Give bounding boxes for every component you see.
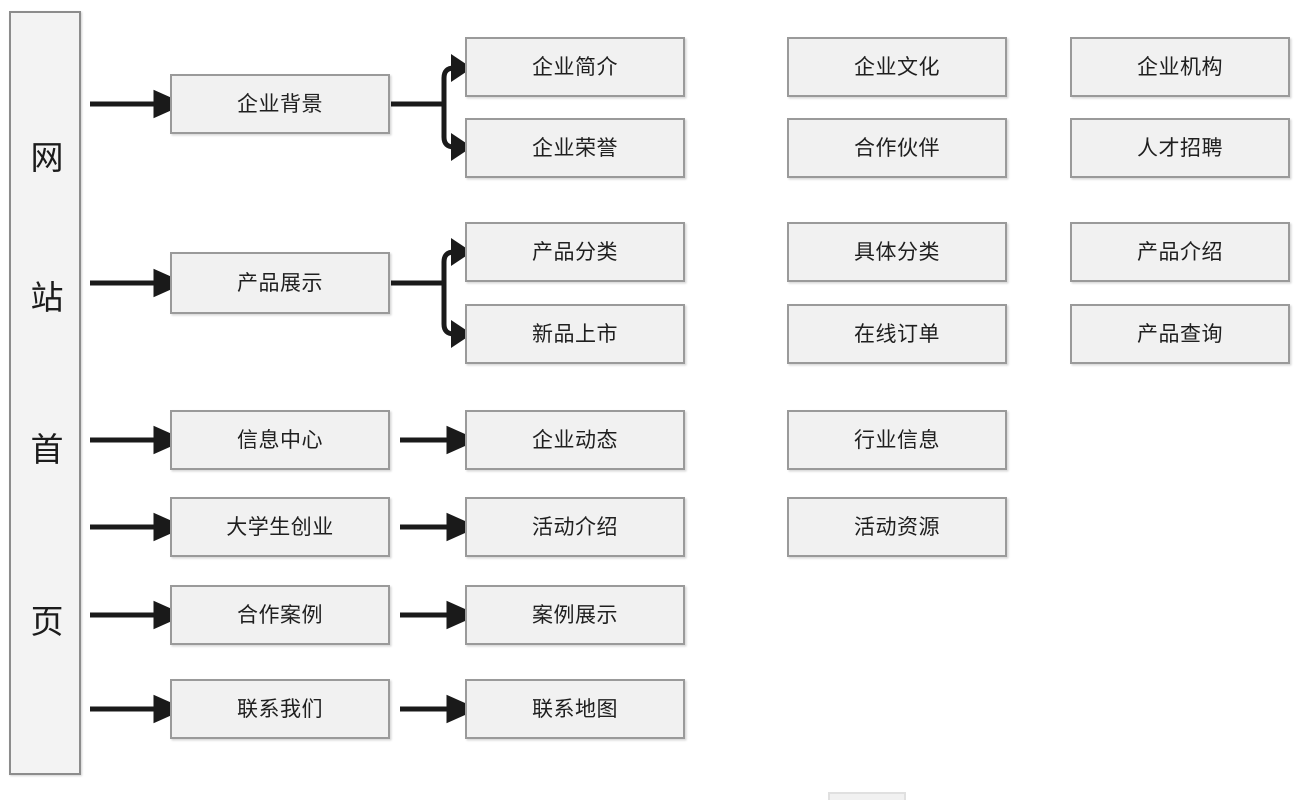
node-label: 联系我们 bbox=[237, 696, 323, 721]
node-enterprise-culture[interactable]: 企业文化 bbox=[787, 37, 1007, 97]
node-label: 产品介绍 bbox=[1137, 239, 1223, 264]
node-label: 产品展示 bbox=[237, 270, 323, 295]
node-label: 活动资源 bbox=[854, 514, 940, 539]
node-label: 产品查询 bbox=[1137, 321, 1223, 346]
node-label: 企业荣誉 bbox=[532, 135, 618, 160]
node-activity-resource[interactable]: 活动资源 bbox=[787, 497, 1007, 557]
node-new-product-launch[interactable]: 新品上市 bbox=[465, 304, 685, 364]
node-contact-us[interactable]: 联系我们 bbox=[170, 679, 390, 739]
node-label: 案例展示 bbox=[532, 602, 618, 627]
node-label: 活动介绍 bbox=[532, 514, 618, 539]
node-label: 企业动态 bbox=[532, 427, 618, 452]
node-enterprise-honor[interactable]: 企业荣誉 bbox=[465, 118, 685, 178]
node-product-category[interactable]: 产品分类 bbox=[465, 222, 685, 282]
clipped-bottom-shape bbox=[828, 792, 906, 800]
node-product-introduction[interactable]: 产品介绍 bbox=[1070, 222, 1290, 282]
node-label: 合作案例 bbox=[237, 602, 323, 627]
node-label: 具体分类 bbox=[854, 239, 940, 264]
node-label: 产品分类 bbox=[532, 239, 618, 264]
root-char-4: 页 bbox=[30, 602, 64, 641]
node-enterprise-organization[interactable]: 企业机构 bbox=[1070, 37, 1290, 97]
root-char-2: 站 bbox=[30, 278, 64, 317]
node-label: 大学生创业 bbox=[226, 514, 334, 539]
node-cooperation-case[interactable]: 合作案例 bbox=[170, 585, 390, 645]
node-cooperation-partner[interactable]: 合作伙伴 bbox=[787, 118, 1007, 178]
node-activity-introduction[interactable]: 活动介绍 bbox=[465, 497, 685, 557]
bracket-product-display bbox=[391, 238, 472, 348]
node-contact-map[interactable]: 联系地图 bbox=[465, 679, 685, 739]
node-product-display[interactable]: 产品展示 bbox=[170, 252, 390, 314]
node-label: 行业信息 bbox=[854, 427, 940, 452]
node-label: 新品上市 bbox=[532, 321, 618, 346]
node-label: 联系地图 bbox=[532, 696, 618, 721]
node-label: 合作伙伴 bbox=[854, 135, 940, 160]
node-label: 人才招聘 bbox=[1137, 135, 1223, 160]
root-node-homepage[interactable]: 网 站 首 页 bbox=[9, 11, 81, 775]
node-online-order[interactable]: 在线订单 bbox=[787, 304, 1007, 364]
node-label: 企业背景 bbox=[237, 91, 323, 116]
node-enterprise-news[interactable]: 企业动态 bbox=[465, 410, 685, 470]
node-industry-information[interactable]: 行业信息 bbox=[787, 410, 1007, 470]
node-talent-recruitment[interactable]: 人才招聘 bbox=[1070, 118, 1290, 178]
root-char-3: 首 bbox=[30, 430, 64, 469]
node-label: 企业文化 bbox=[854, 54, 940, 79]
node-student-entrepreneurship[interactable]: 大学生创业 bbox=[170, 497, 390, 557]
root-char-1: 网 bbox=[30, 138, 64, 177]
node-label: 企业简介 bbox=[532, 54, 618, 79]
node-enterprise-profile[interactable]: 企业简介 bbox=[465, 37, 685, 97]
node-case-display[interactable]: 案例展示 bbox=[465, 585, 685, 645]
node-label: 在线订单 bbox=[854, 321, 940, 346]
node-label: 企业机构 bbox=[1137, 54, 1223, 79]
node-product-query[interactable]: 产品查询 bbox=[1070, 304, 1290, 364]
node-specific-category[interactable]: 具体分类 bbox=[787, 222, 1007, 282]
node-enterprise-background[interactable]: 企业背景 bbox=[170, 74, 390, 134]
node-label: 信息中心 bbox=[237, 427, 323, 452]
node-information-center[interactable]: 信息中心 bbox=[170, 410, 390, 470]
bracket-enterprise-background bbox=[391, 54, 472, 161]
